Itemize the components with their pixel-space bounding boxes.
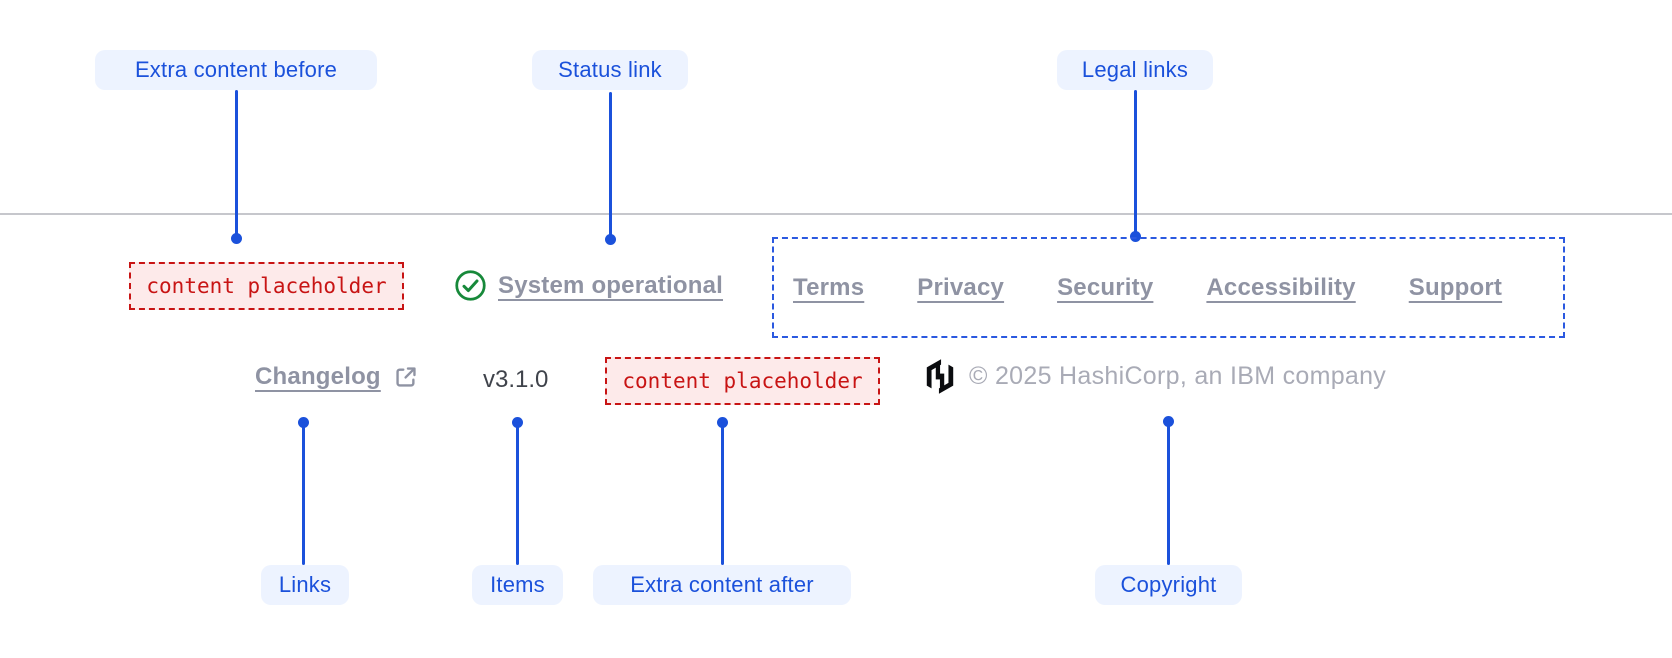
check-circle-icon bbox=[454, 269, 487, 302]
legal-links-group: Terms Privacy Security Accessibility Sup… bbox=[772, 237, 1565, 338]
legal-link-privacy[interactable]: Privacy bbox=[917, 273, 1005, 301]
connector-line bbox=[301, 422, 305, 565]
connector-dot bbox=[1129, 230, 1141, 242]
extra-content-before-slot: content placeholder bbox=[129, 262, 404, 310]
legal-link-security[interactable]: Security bbox=[1057, 273, 1154, 301]
legal-link-terms[interactable]: Terms bbox=[793, 273, 865, 301]
annotation-links: Links bbox=[261, 565, 349, 605]
annotation-extra-content-after: Extra content after bbox=[593, 565, 851, 605]
connector-line bbox=[608, 92, 612, 239]
legal-link-accessibility[interactable]: Accessibility bbox=[1206, 273, 1356, 301]
changelog-link-label[interactable]: Changelog bbox=[255, 363, 381, 390]
status-link[interactable]: System operational bbox=[454, 269, 723, 302]
version-label: v3.1.0 bbox=[483, 366, 549, 393]
connector-dot bbox=[230, 232, 242, 244]
annotation-status-link: Status link bbox=[532, 50, 688, 90]
hashicorp-logo bbox=[924, 358, 956, 395]
connector-line bbox=[1166, 421, 1170, 565]
copyright-text: © 2025 HashiCorp, an IBM company bbox=[969, 362, 1387, 390]
connector-line bbox=[515, 422, 519, 565]
annotation-copyright: Copyright bbox=[1095, 565, 1242, 605]
connector-dot bbox=[604, 233, 616, 245]
extra-content-after-slot: content placeholder bbox=[605, 357, 880, 405]
legal-link-support[interactable]: Support bbox=[1408, 273, 1503, 301]
connector-line bbox=[720, 422, 724, 565]
status-link-label[interactable]: System operational bbox=[498, 271, 724, 299]
changelog-link[interactable]: Changelog bbox=[255, 363, 419, 391]
annotation-legal-links: Legal links bbox=[1057, 50, 1213, 90]
connector-line bbox=[234, 90, 238, 238]
annotation-items: Items bbox=[472, 565, 563, 605]
copyright: © 2025 HashiCorp, an IBM company bbox=[924, 358, 1386, 395]
footer-top-divider bbox=[0, 213, 1672, 215]
annotation-extra-content-before: Extra content before bbox=[95, 50, 377, 90]
external-link-icon bbox=[393, 364, 419, 390]
connector-line bbox=[1133, 90, 1137, 236]
